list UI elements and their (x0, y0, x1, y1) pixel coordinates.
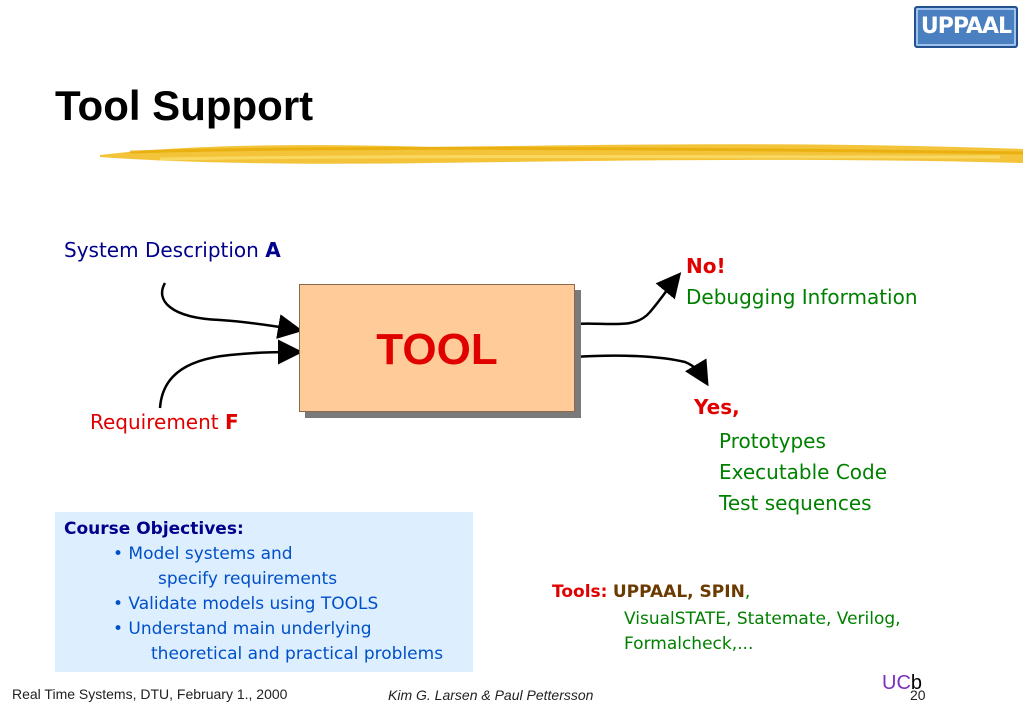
yes-item: Executable Code (719, 460, 888, 484)
yes-text: Yes (694, 395, 733, 419)
system-description-text: System Description (64, 238, 259, 262)
tools-line2: VisualSTATE, Statemate, Verilog, (624, 609, 901, 629)
uppaal-logo: UPPAAL (914, 6, 1018, 48)
yes-item: Test sequences (719, 491, 872, 515)
arrow-tool-to-yes (573, 354, 709, 387)
logo-text: UPPAAL (920, 14, 1012, 39)
no-label: No! (686, 254, 726, 278)
requirement-text: Requirement (90, 410, 219, 434)
arrow-tool-to-no (573, 272, 682, 326)
yes-label: Yes, (694, 395, 740, 419)
ucb-uc: UC (882, 672, 911, 694)
yes-item: Prototypes (719, 429, 826, 453)
course-objectives-box: Course Objectives: • Model systems and s… (55, 512, 473, 672)
tool-box: TOOL (299, 284, 575, 412)
slide-title: Tool Support (55, 82, 314, 129)
yes-comma: , (732, 395, 740, 419)
objective-line: • Model systems and (113, 544, 293, 564)
requirement-var: F (224, 410, 239, 434)
tools-label: Tools: (552, 582, 608, 602)
objective-line: • Validate models using TOOLS (113, 594, 379, 614)
tools-comma: , (744, 582, 751, 602)
ucb-b: b (910, 672, 923, 694)
tools-line3: Formalcheck,... (624, 634, 754, 654)
ucb-logo: UCb (882, 672, 922, 695)
debugging-label: Debugging Information (686, 285, 918, 309)
objective-line: theoretical and practical problems (151, 644, 444, 664)
system-description-label: System Description A (64, 238, 281, 262)
arrow-requirement-to-tool (158, 339, 303, 409)
tool-label: TOOL (376, 325, 498, 374)
tools-more: VisualSTATE, Statemate, Verilog, Formalc… (624, 607, 901, 657)
title-highlight-stroke (100, 144, 1023, 164)
tools-main: UPPAAL, SPIN (612, 582, 745, 602)
arrow-system-to-tool (160, 282, 303, 339)
objective-line: • Understand main underlying (113, 619, 372, 639)
objective-line: specify requirements (158, 569, 338, 589)
footer-course: Real Time Systems, DTU, February 1., 200… (12, 686, 288, 702)
system-description-var: A (265, 238, 281, 262)
page-number: 20 (910, 687, 926, 703)
footer-authors: Kim G. Larsen & Paul Pettersson (388, 687, 594, 703)
yes-items-list: Prototypes Executable Code Test sequence… (719, 426, 887, 519)
objectives-title: Course Objectives: (64, 519, 244, 539)
tools-line: Tools: UPPAAL, SPIN, (552, 582, 750, 602)
requirement-label: Requirement F (90, 410, 239, 434)
